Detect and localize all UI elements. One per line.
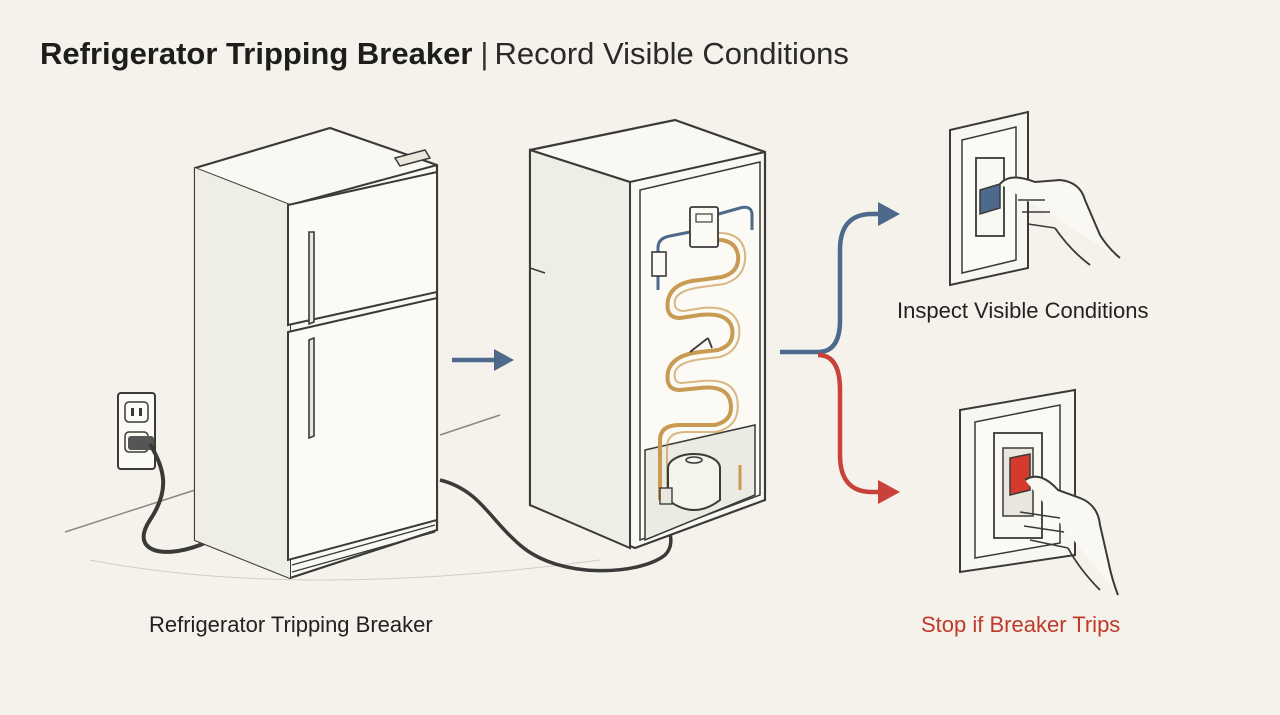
breaker-switch-icon [949,110,1029,287]
title-subtitle: Record Visible Conditions [494,36,849,71]
title-separator: | [480,36,489,71]
caption-stop: Stop if Breaker Trips [921,612,1121,637]
breaker-switch-icon [959,388,1076,574]
refrigerator-back-icon [528,118,767,550]
arrow-right-icon [878,480,900,504]
arrow-right-icon [878,202,900,226]
compressor-icon [659,453,742,511]
hand-icon [999,176,1121,266]
hand-icon [1019,475,1119,596]
page-title: Refrigerator Tripping Breaker|Record Vis… [40,34,849,74]
title-main: Refrigerator Tripping Breaker [40,36,473,71]
floor-shadow [89,559,601,581]
refrigerator-icon [193,126,439,580]
floor-line [64,414,501,533]
branch-arrow-blue [780,202,900,355]
caption-refrigerator: Refrigerator Tripping Breaker [149,612,433,637]
branch-arrow-red [817,352,900,504]
wall-outlet-icon [117,392,156,470]
caption-inspect: Inspect Visible Conditions [897,298,1149,323]
arrow-right-icon [452,349,514,371]
